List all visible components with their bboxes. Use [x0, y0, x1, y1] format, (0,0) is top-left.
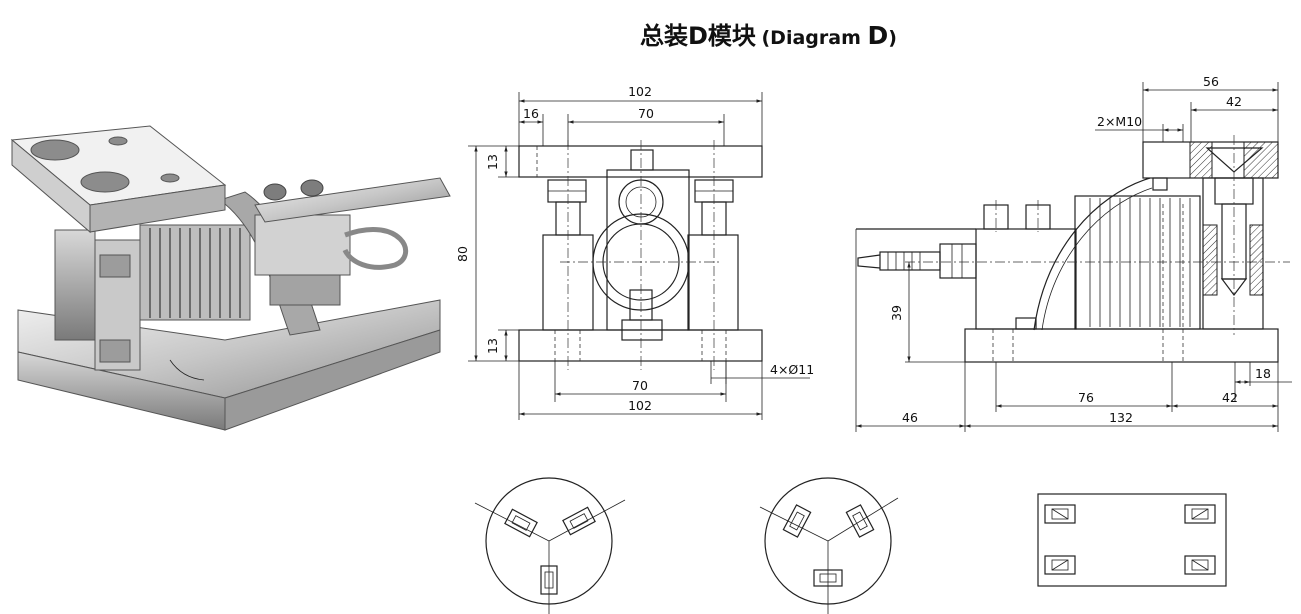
- dim-side-right-bottom: 42: [1222, 390, 1238, 405]
- product-photo: [10, 125, 451, 431]
- dim-side-base-ext: 18: [1255, 366, 1271, 381]
- front-bottom-plate: [518, 329, 763, 362]
- page-title: 总装D模块 (Diagram D): [640, 16, 897, 51]
- dim-front-bottom-width: 102: [628, 398, 652, 413]
- photo-bellows: [139, 224, 251, 321]
- front-view-drawing: 102 16 70 13 80 13 70 102 4×Ø11: [455, 84, 814, 420]
- front-top-plate: [518, 145, 763, 178]
- dim-side-left-ext: 46: [902, 410, 918, 425]
- dim-side-total-length: 132: [1109, 410, 1133, 425]
- dim-side-overall-top: 56: [1203, 74, 1219, 89]
- layout-circle-a: [474, 477, 626, 614]
- title-english-open: (Diagram: [761, 27, 868, 49]
- dim-front-hole-spacing-bottom: 70: [632, 378, 648, 393]
- title-english-close: ): [888, 27, 897, 49]
- layout-circle-b: [759, 477, 899, 614]
- dim-front-top-width: 102: [628, 84, 652, 99]
- side-bellows: [1074, 195, 1201, 330]
- title-english-letter: D: [867, 21, 889, 50]
- dim-front-inner-offset: 16: [523, 106, 539, 121]
- side-load-cell: [975, 228, 1077, 330]
- side-base-plate: [964, 328, 1279, 363]
- dim-side-mid-span: 76: [1078, 390, 1094, 405]
- dim-front-holes: 4×Ø11: [770, 362, 814, 377]
- dim-front-hole-spacing-top: 70: [638, 106, 654, 121]
- dim-side-center-height: 39: [889, 305, 904, 321]
- title-chinese: 总装D模块: [640, 22, 756, 50]
- dim-side-thread: 2×M10: [1097, 114, 1142, 129]
- side-view-drawing: 56 42 2×M10 39 18 42 76 46 132: [855, 74, 1292, 432]
- dim-side-right-offset: 42: [1226, 94, 1242, 109]
- dim-front-height: 80: [455, 246, 470, 262]
- layout-rectangle: [1037, 493, 1227, 587]
- dim-front-plate-bottom: 13: [485, 338, 500, 354]
- dim-front-plate-top: 13: [485, 154, 500, 170]
